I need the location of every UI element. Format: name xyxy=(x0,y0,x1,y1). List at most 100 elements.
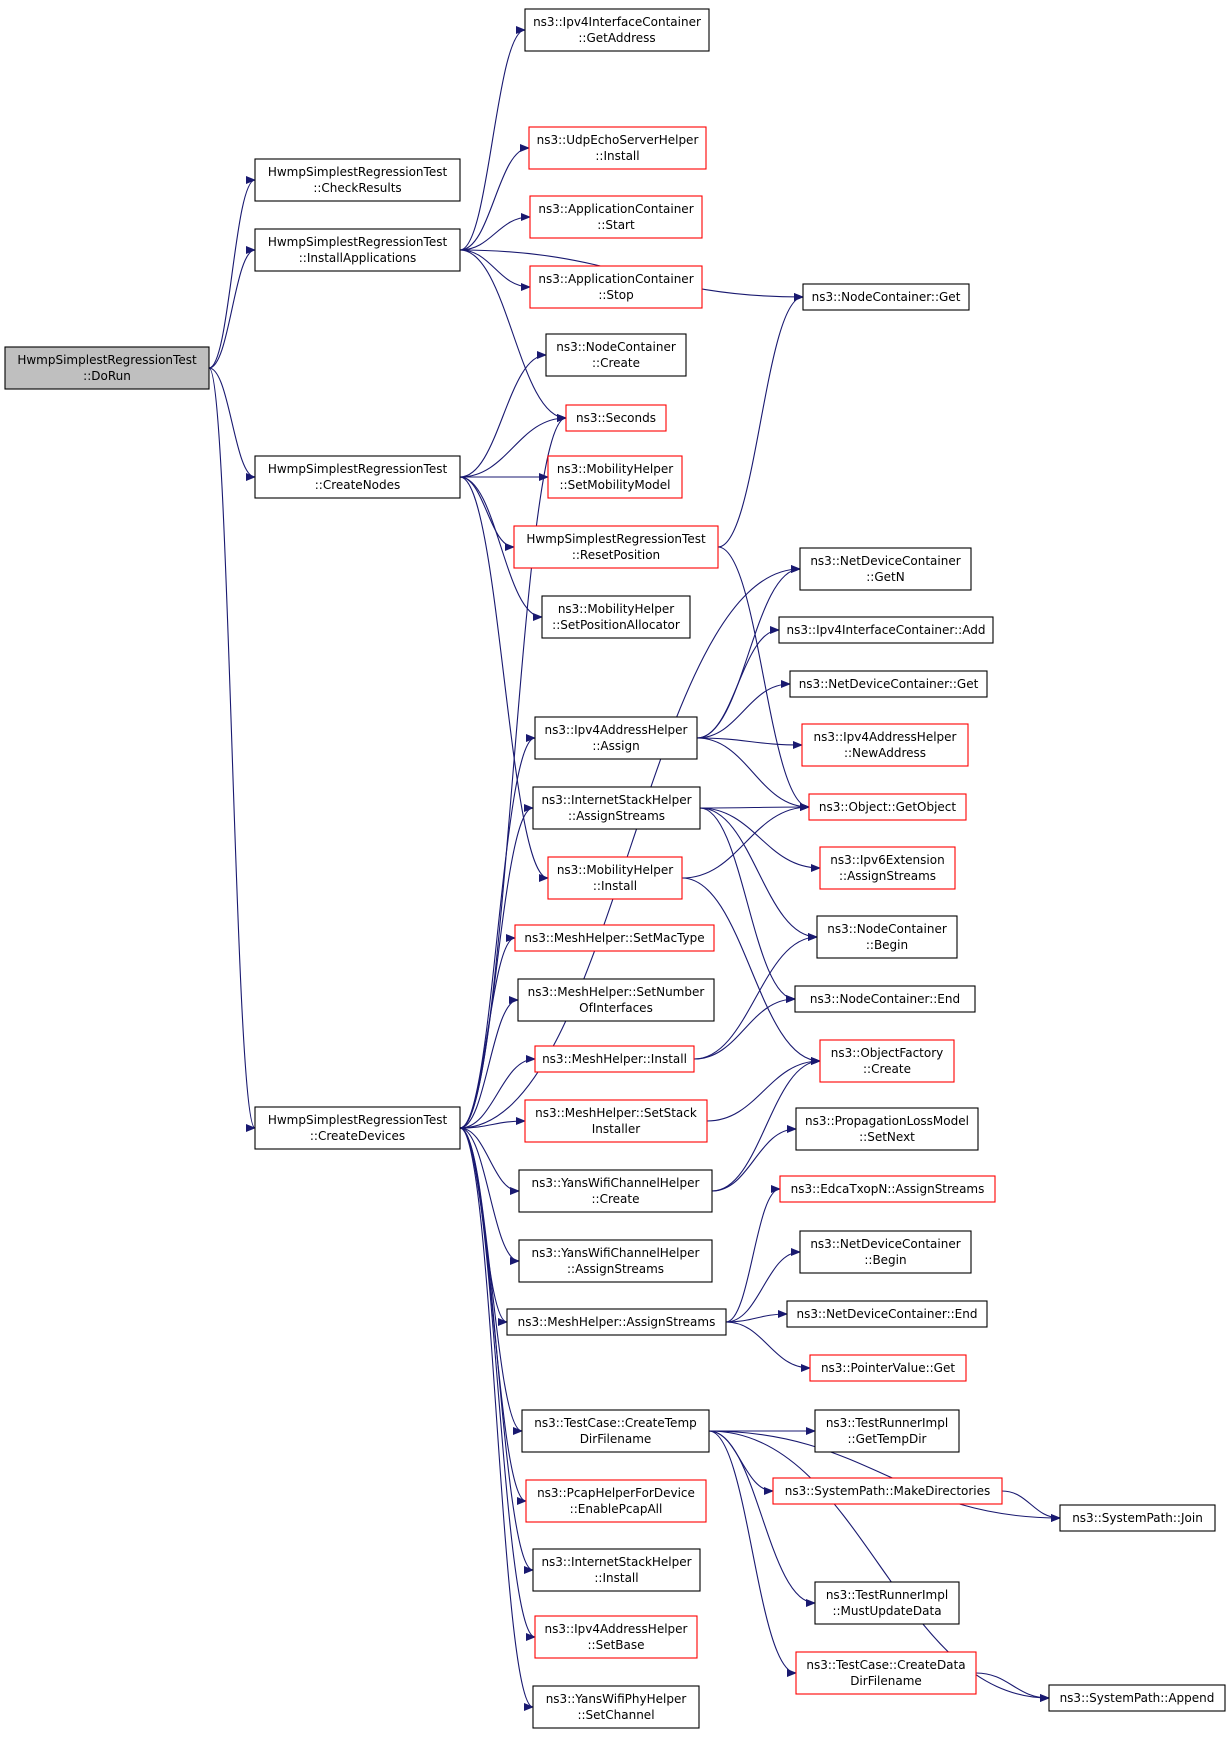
node-box xyxy=(819,846,956,890)
node-label-line: ns3::NodeContainer xyxy=(827,922,947,936)
node-label-line: ns3::NodeContainer::End xyxy=(810,992,960,1006)
node-createnodes[interactable]: HwmpSimplestRegressionTest::CreateNodes xyxy=(254,455,461,499)
node-label-line: ns3::MeshHelper::Install xyxy=(542,1052,687,1066)
edge-createnodes-to-seconds xyxy=(459,414,567,478)
node-objfactory_create[interactable]: ns3::ObjectFactory::Create xyxy=(819,1039,955,1083)
node-ipv6ext_assignstreams[interactable]: ns3::Ipv6Extension::AssignStreams xyxy=(819,846,956,890)
node-label-line: ns3::SystemPath::Join xyxy=(1072,1511,1203,1525)
edge-createdevices-to-yanschan_assignstreams xyxy=(459,1127,520,1265)
node-mesh_install[interactable]: ns3::MeshHelper::Install xyxy=(534,1045,695,1073)
node-edca_assignstreams[interactable]: ns3::EdcaTxopN::AssignStreams xyxy=(779,1175,996,1203)
node-installapps[interactable]: HwmpSimplestRegressionTest::InstallAppli… xyxy=(254,228,461,272)
node-label-line: ::CreateNodes xyxy=(315,478,401,492)
node-nodec_begin[interactable]: ns3::NodeContainer::Begin xyxy=(816,915,958,959)
node-createdevices[interactable]: HwmpSimplestRegressionTest::CreateDevice… xyxy=(254,1106,461,1150)
node-mob_install[interactable]: ns3::MobilityHelper::Install xyxy=(547,856,683,900)
node-mesh_setmactype[interactable]: ns3::MeshHelper::SetMacType xyxy=(514,924,715,952)
node-label-line: ::NewAddress xyxy=(844,746,926,760)
edge-resetposition-to-nodec_get xyxy=(717,293,804,548)
node-label-line: ::SetChannel xyxy=(577,1708,654,1722)
node-nodec_end[interactable]: ns3::NodeContainer::End xyxy=(794,985,976,1013)
node-label-line: ::Install xyxy=(595,149,639,163)
node-nodec_create[interactable]: ns3::NodeContainer::Create xyxy=(545,333,687,377)
node-tri_mustupdate[interactable]: ns3::TestRunnerImpl::MustUpdateData xyxy=(814,1581,960,1625)
node-yansphy_setchannel[interactable]: ns3::YansWifiPhyHelper::SetChannel xyxy=(532,1685,700,1729)
node-label-line: ::AssignStreams xyxy=(568,809,665,823)
node-label-line: DirFilename xyxy=(580,1432,652,1446)
node-label-line: ns3::YansWifiChannelHelper xyxy=(532,1246,700,1260)
node-label-line: ::Create xyxy=(592,356,640,370)
node-object_getobject[interactable]: ns3::Object::GetObject xyxy=(808,793,967,821)
node-udpecho_install[interactable]: ns3::UdpEchoServerHelper::Install xyxy=(528,126,707,170)
node-yanschan_create[interactable]: ns3::YansWifiChannelHelper::Create xyxy=(518,1169,713,1213)
node-ipv4ah_setbase[interactable]: ns3::Ipv4AddressHelper::SetBase xyxy=(534,1615,698,1659)
node-box xyxy=(795,1107,979,1151)
node-ndc_get[interactable]: ns3::NetDeviceContainer::Get xyxy=(789,670,988,698)
node-appc_stop[interactable]: ns3::ApplicationContainer::Stop xyxy=(529,265,703,309)
node-label-line: HwmpSimplestRegressionTest xyxy=(268,1113,448,1127)
node-box xyxy=(547,856,683,900)
node-label-line: ns3::Ipv4InterfaceContainer xyxy=(533,15,701,29)
node-sp_append[interactable]: ns3::SystemPath::Append xyxy=(1048,1684,1226,1712)
node-label-line: Installer xyxy=(592,1122,641,1136)
node-resetposition[interactable]: HwmpSimplestRegressionTest::ResetPositio… xyxy=(513,525,719,569)
node-sp_join[interactable]: ns3::SystemPath::Join xyxy=(1059,1504,1216,1532)
node-ipv4ic_add[interactable]: ns3::Ipv4InterfaceContainer::Add xyxy=(778,616,994,644)
node-box xyxy=(254,455,461,499)
node-label-line: HwmpSimplestRegressionTest xyxy=(268,235,448,249)
node-ndc_end[interactable]: ns3::NetDeviceContainer::End xyxy=(786,1300,988,1328)
node-box xyxy=(541,595,691,639)
node-box xyxy=(517,978,715,1022)
node-mesh_assignstreams[interactable]: ns3::MeshHelper::AssignStreams xyxy=(506,1308,727,1336)
node-nodec_get[interactable]: ns3::NodeContainer::Get xyxy=(802,283,970,311)
edge-ish_assignstreams-to-ipv6ext_assignstreams xyxy=(699,807,821,872)
node-tri_gettempdir[interactable]: ns3::TestRunnerImpl::GetTempDir xyxy=(814,1409,960,1453)
node-label-line: ::ResetPosition xyxy=(572,548,660,562)
edge-mesh_assignstreams-to-edca_assignstreams xyxy=(725,1185,781,1323)
node-checkresults[interactable]: HwmpSimplestRegressionTest::CheckResults xyxy=(254,158,461,202)
node-box xyxy=(521,1409,710,1453)
node-proploss_setnext[interactable]: ns3::PropagationLossModel::SetNext xyxy=(795,1107,979,1151)
node-mob_setmodel[interactable]: ns3::MobilityHelper::SetMobilityModel xyxy=(547,455,683,499)
edge-createnodes-to-mob_install xyxy=(459,476,549,882)
node-label-line: ::Create xyxy=(592,1192,640,1206)
node-label-line: ns3::EdcaTxopN::AssignStreams xyxy=(791,1182,985,1196)
node-ipv4ah_newaddress[interactable]: ns3::Ipv4AddressHelper::NewAddress xyxy=(801,723,969,767)
node-box xyxy=(545,333,687,377)
node-appc_start[interactable]: ns3::ApplicationContainer::Start xyxy=(529,195,703,239)
edge-ipv4ah_assign-to-ndc_getn xyxy=(696,565,801,739)
node-pointervalue_get[interactable]: ns3::PointerValue::Get xyxy=(809,1354,967,1382)
edge-createdevices-to-ndc_getn xyxy=(459,565,801,1129)
node-label-line: HwmpSimplestRegressionTest xyxy=(526,532,706,546)
node-seconds[interactable]: ns3::Seconds xyxy=(565,404,667,432)
node-label-line: ns3::MeshHelper::SetNumber xyxy=(528,985,705,999)
node-yanschan_assignstreams[interactable]: ns3::YansWifiChannelHelper::AssignStream… xyxy=(518,1239,713,1283)
node-ish_install[interactable]: ns3::InternetStackHelper::Install xyxy=(532,1548,701,1592)
node-pcap_enableall[interactable]: ns3::PcapHelperForDevice::EnablePcapAll xyxy=(525,1479,707,1523)
node-ndc_getn[interactable]: ns3::NetDeviceContainer::GetN xyxy=(799,547,972,591)
node-box xyxy=(565,404,667,432)
edge-dorun-to-createnodes xyxy=(208,367,256,481)
edge-ipv4ah_assign-to-object_getobject xyxy=(696,737,810,811)
edge-mesh_install-to-nodec_end xyxy=(693,995,796,1060)
node-box xyxy=(801,723,969,767)
node-label-line: HwmpSimplestRegressionTest xyxy=(17,353,197,367)
node-ipv4ah_assign[interactable]: ns3::Ipv4AddressHelper::Assign xyxy=(534,716,698,760)
node-label-line: ::CheckResults xyxy=(313,181,401,195)
node-ipv4ic_getaddress[interactable]: ns3::Ipv4InterfaceContainer::GetAddress xyxy=(524,8,710,52)
node-mob_setalloc[interactable]: ns3::MobilityHelper::SetPositionAllocato… xyxy=(541,595,691,639)
node-label-line: ns3::MeshHelper::SetMacType xyxy=(524,931,704,945)
node-ndc_begin[interactable]: ns3::NetDeviceContainer::Begin xyxy=(799,1230,972,1274)
node-box xyxy=(254,1106,461,1150)
node-box xyxy=(525,1479,707,1523)
edge-createdevices-to-mesh_install xyxy=(459,1055,536,1129)
node-ish_assignstreams[interactable]: ns3::InternetStackHelper::AssignStreams xyxy=(532,786,701,830)
node-label-line: ns3::MobilityHelper xyxy=(557,863,673,877)
node-dorun[interactable]: HwmpSimplestRegressionTest::DoRun xyxy=(4,346,210,390)
node-sp_makedirs[interactable]: ns3::SystemPath::MakeDirectories xyxy=(772,1477,1003,1505)
